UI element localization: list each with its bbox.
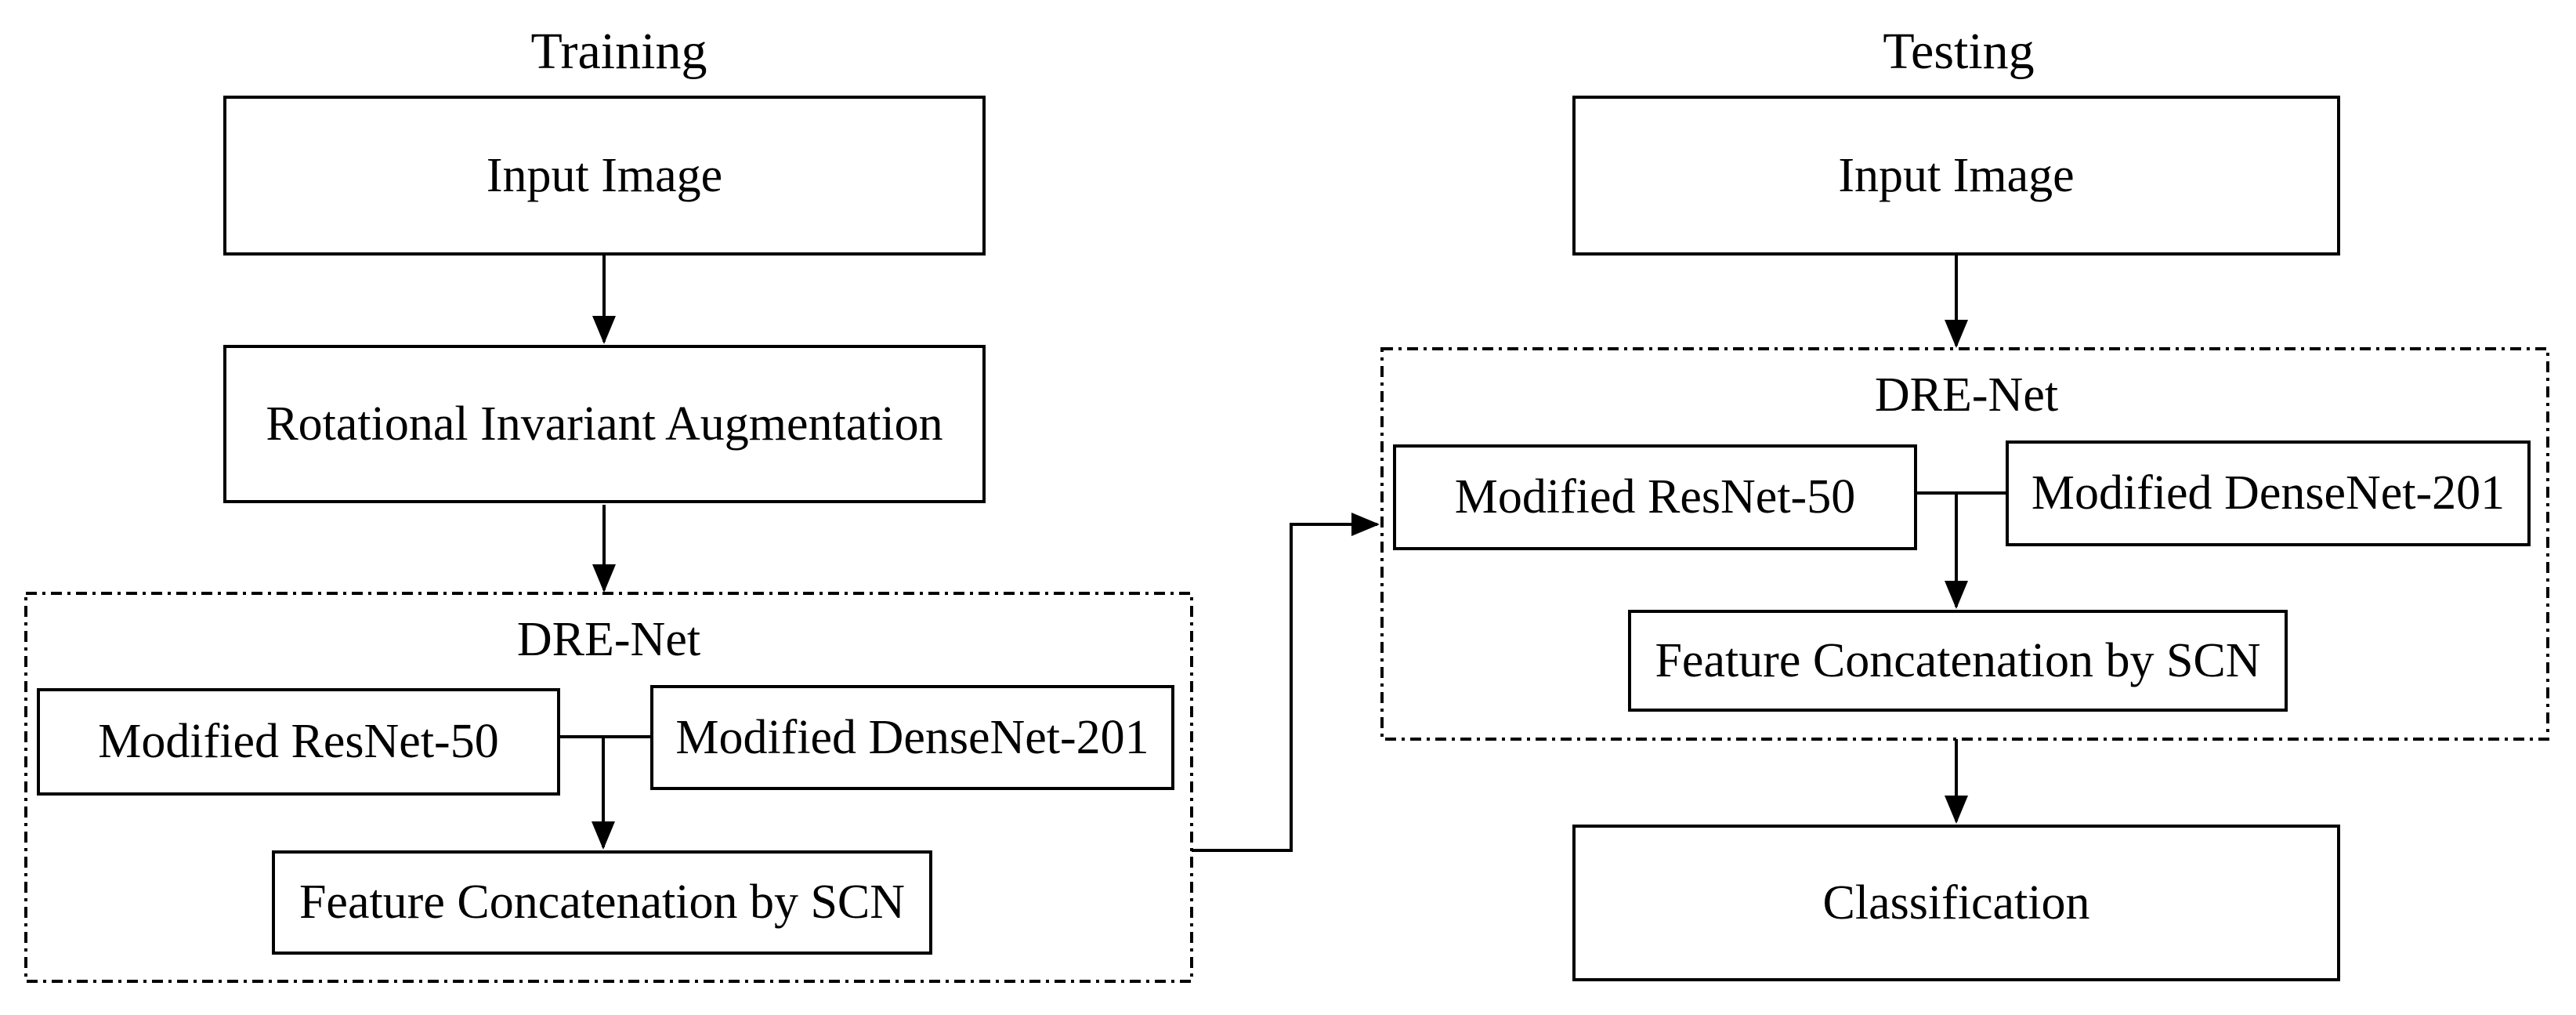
testing-drenet-group-label: DRE-Net: [1874, 368, 2059, 422]
testing-modified-densenet-box: Modified DenseNet-201: [2006, 440, 2531, 546]
training-feature-concatenation-box: Feature Concatenation by SCN: [272, 850, 932, 955]
testing-feature-concatenation-box: Feature Concatenation by SCN: [1628, 610, 2288, 712]
training-drenet-group-border: [24, 592, 1193, 983]
testing-modified-resnet-box: Modified ResNet-50: [1393, 444, 1917, 550]
training-drenet-group-label: DRE-Net: [516, 612, 701, 666]
testing-classification-box: Classification: [1572, 825, 2340, 981]
training-input-image-box: Input Image: [223, 96, 986, 256]
testing-drenet-group-border: [1380, 347, 2549, 741]
arrow-train-drenet-to-test-drenet: [1192, 513, 1380, 852]
training-modified-resnet-box: Modified ResNet-50: [37, 688, 560, 796]
testing-column-title: Testing: [1883, 23, 2035, 80]
training-rotational-augmentation-box: Rotational Invariant Augmentation: [223, 345, 986, 503]
training-modified-densenet-box: Modified DenseNet-201: [650, 685, 1174, 790]
testing-input-image-box: Input Image: [1572, 96, 2340, 256]
training-column-title: Training: [530, 23, 707, 80]
